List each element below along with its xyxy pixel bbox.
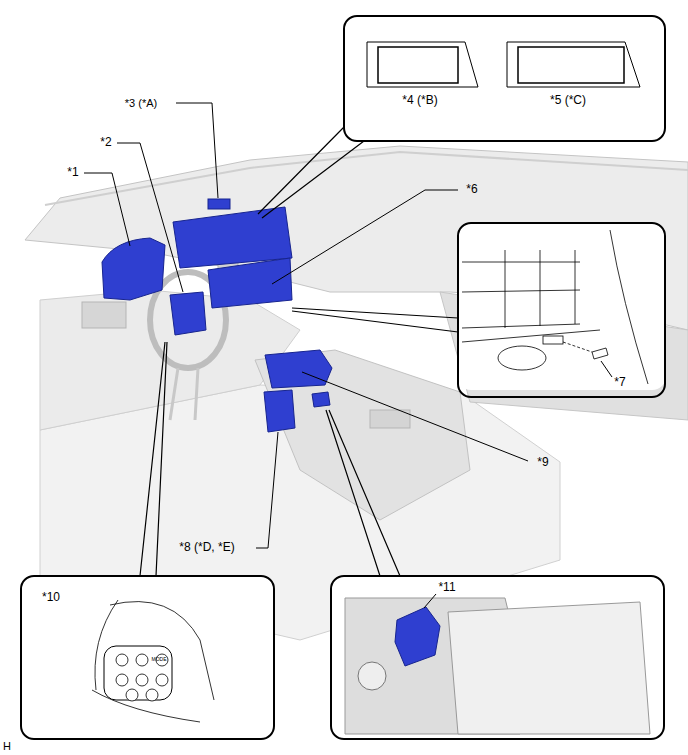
leader-line bbox=[176, 103, 218, 198]
steering-column bbox=[170, 368, 198, 420]
switch-button bbox=[116, 674, 128, 686]
console-socket bbox=[358, 662, 386, 690]
callout-number: *2 bbox=[100, 136, 111, 149]
panel-opening bbox=[498, 346, 546, 370]
shift-part bbox=[265, 350, 332, 388]
ecu-part bbox=[264, 390, 295, 432]
meter-part bbox=[102, 238, 165, 300]
switch-button bbox=[156, 674, 168, 686]
switch-part bbox=[543, 336, 563, 344]
callout-number: *4 (*B) bbox=[402, 94, 437, 107]
callout-number: *5 (*C) bbox=[550, 94, 586, 107]
inset-panel: *4 (*B) *5 (*C) bbox=[343, 15, 666, 142]
inset-link-line bbox=[326, 410, 400, 576]
callout-number: *10 bbox=[42, 591, 60, 604]
inset-ground bbox=[20, 575, 275, 740]
display-part bbox=[173, 207, 292, 268]
leader-line bbox=[601, 361, 612, 377]
callout-number: *6 bbox=[466, 183, 477, 196]
figure-code: H bbox=[3, 740, 11, 752]
leader-line bbox=[256, 432, 278, 548]
ecu-part bbox=[312, 392, 330, 407]
display-screen bbox=[518, 47, 624, 83]
switch-button bbox=[136, 654, 148, 666]
leader-line bbox=[272, 190, 458, 284]
inset-panel: *10 bbox=[20, 575, 275, 740]
callout-number: *3 (*A) bbox=[125, 97, 157, 109]
inset-panel: *11 bbox=[330, 575, 665, 740]
leader-line bbox=[117, 143, 183, 292]
callout-number: *11 bbox=[438, 581, 455, 594]
inset-ground bbox=[330, 575, 665, 740]
inset-panel: *7 bbox=[457, 222, 666, 398]
inset-ground bbox=[343, 15, 666, 142]
radio-part bbox=[208, 258, 292, 308]
leader-line bbox=[424, 594, 436, 608]
display-outline bbox=[367, 42, 478, 87]
inset-link-line bbox=[140, 342, 167, 576]
switch-button bbox=[116, 654, 128, 666]
windshield-edge bbox=[45, 152, 688, 205]
display-part bbox=[208, 199, 230, 209]
display-outline bbox=[507, 42, 640, 87]
callout-number: *8 (*D, *E) bbox=[179, 541, 234, 554]
inset-link-line bbox=[258, 126, 364, 218]
dash-guide bbox=[563, 342, 592, 352]
switch-button bbox=[126, 689, 138, 701]
vent bbox=[82, 302, 126, 328]
callout-number: *7 bbox=[614, 376, 625, 389]
switch-button bbox=[146, 689, 158, 701]
inset-ground bbox=[457, 222, 666, 390]
inset-link-line bbox=[292, 308, 458, 332]
leader-line bbox=[84, 173, 130, 246]
center-console bbox=[255, 350, 470, 520]
clip-part bbox=[592, 348, 608, 359]
console-tray bbox=[448, 602, 650, 734]
switch-button bbox=[136, 674, 148, 686]
steering-pad-part bbox=[170, 292, 206, 335]
panel-sketch bbox=[462, 230, 648, 384]
callout-number: *1 bbox=[67, 166, 78, 179]
callout-number: *9 bbox=[537, 456, 548, 469]
wheel-sketch bbox=[92, 600, 214, 722]
switch-panel bbox=[104, 646, 172, 700]
display-screen bbox=[378, 47, 458, 83]
usb-part bbox=[395, 607, 440, 666]
button-text: MODE bbox=[152, 657, 167, 663]
